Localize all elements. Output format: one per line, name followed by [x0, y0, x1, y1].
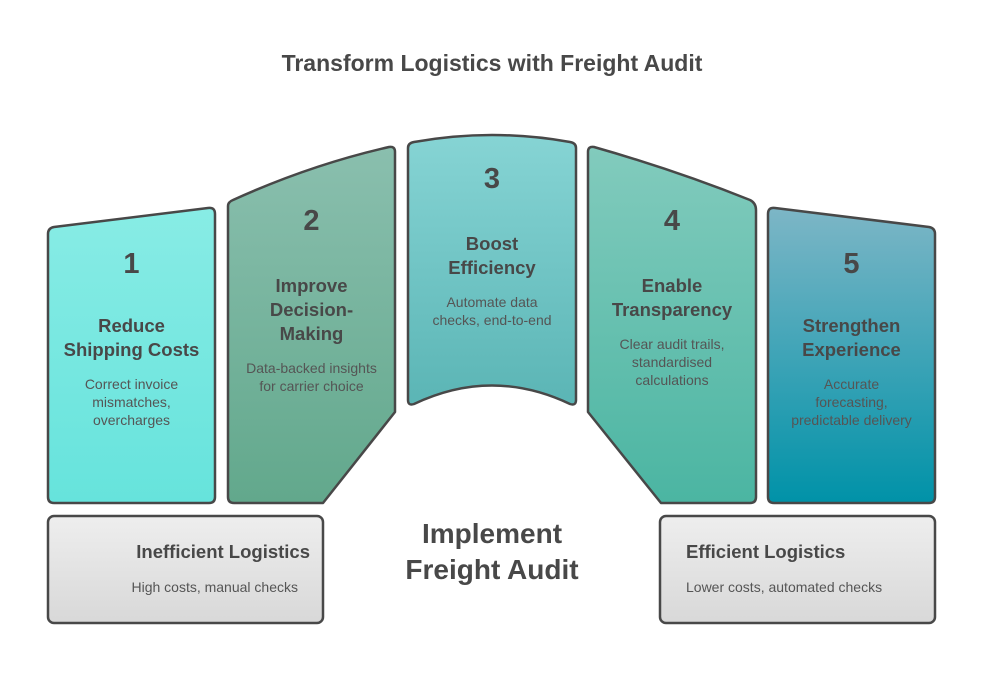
step-5-description: Accurate forecasting, predictable delive… [791, 376, 912, 428]
end-state-description: Lower costs, automated checks [686, 579, 883, 595]
step-5-heading: Strengthen Experience [802, 315, 901, 360]
step-2-description: Data-backed insights for carrier choice [246, 360, 377, 394]
step-4-heading: Enable Transparency [611, 275, 733, 320]
step-1-shape [46, 206, 217, 505]
step-3-number: 3 [483, 163, 501, 195]
start-state-heading: Inefficient Logistics [136, 541, 310, 562]
step-4: 4 Enable Transparency Clear audit trails… [588, 205, 756, 389]
step-4-description: Clear audit trails, standardised calcula… [619, 336, 725, 388]
step-1-description: Correct invoice mismatches, overcharges [84, 376, 179, 428]
step-5: 5 Strengthen Experience Accurate forecas… [768, 248, 935, 429]
step-3: 3 Boost Efficiency Automate data checks,… [408, 163, 576, 329]
start-state-box [46, 514, 325, 625]
center-label: Implement Freight Audit [405, 518, 579, 585]
start-state-description: High costs, manual checks [131, 579, 298, 595]
step-2-heading: Improve Decision- Making [269, 275, 354, 344]
step-1: 1 Reduce Shipping Costs Correct invoice … [48, 248, 215, 429]
step-2-number: 2 [303, 205, 320, 237]
step-2-shape [226, 145, 397, 505]
step-5-shape [766, 206, 937, 505]
step-4-shape [586, 145, 758, 505]
step-5-number: 5 [843, 248, 860, 280]
step-3-description: Automate data checks, end-to-end [432, 294, 552, 328]
step-4-number: 4 [663, 205, 681, 237]
step-3-heading: Boost Efficiency [448, 233, 536, 278]
end-state-heading: Efficient Logistics [686, 541, 846, 562]
end-state-box [658, 514, 937, 625]
step-3-shape [406, 133, 578, 406]
step-1-number: 1 [123, 248, 140, 280]
step-2: 2 Improve Decision- Making Data-backed i… [228, 205, 395, 395]
step-1-heading: Reduce Shipping Costs [63, 315, 200, 360]
diagram-title: Transform Logistics with Freight Audit [281, 50, 703, 76]
